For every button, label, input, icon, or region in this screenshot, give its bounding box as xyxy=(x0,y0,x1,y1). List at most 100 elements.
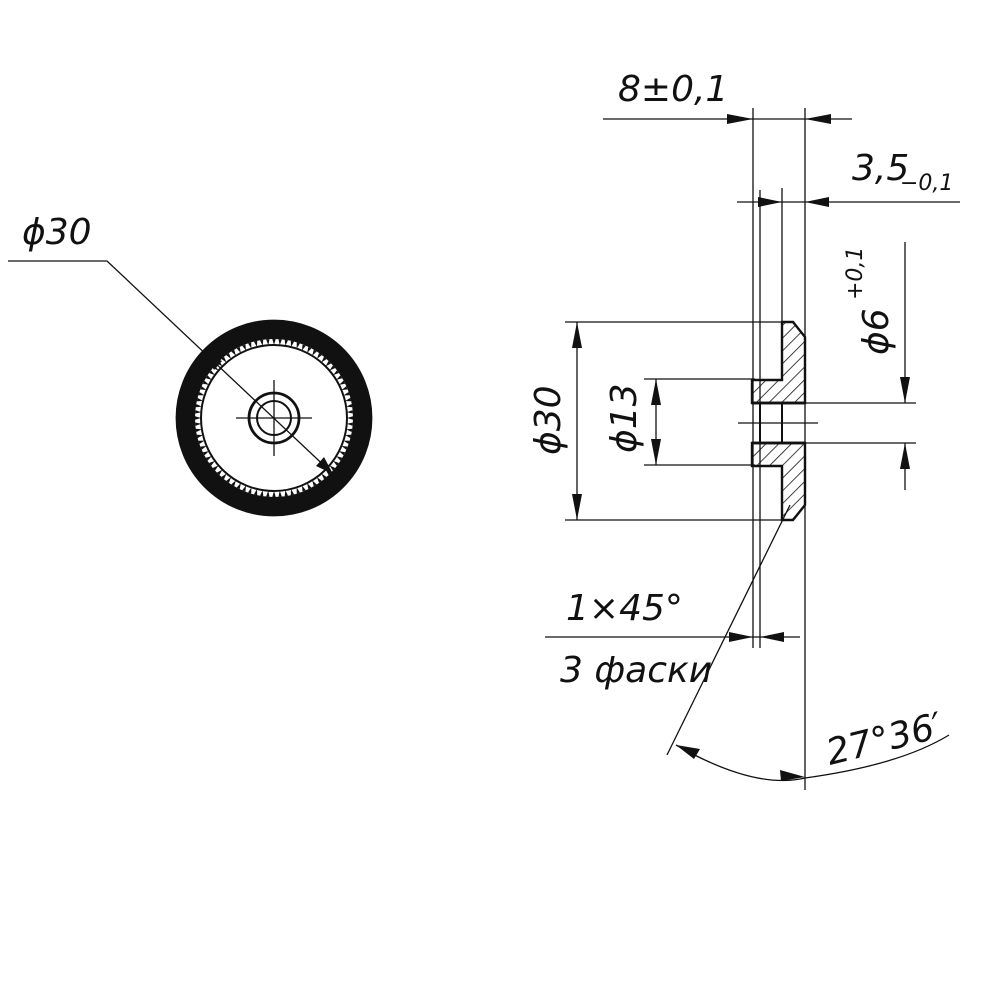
chamfer-label: 1×45° xyxy=(566,588,683,629)
gear-tooth xyxy=(202,451,209,456)
hub-thickness-label: 3,5 xyxy=(852,148,909,189)
thickness-label: 8±0,1 xyxy=(618,69,728,110)
outer-rim-circle xyxy=(175,319,373,517)
gear-tooth xyxy=(253,340,258,347)
gear-tooth xyxy=(226,353,232,359)
gear-tooth xyxy=(266,490,270,497)
gear-tooth xyxy=(312,480,317,487)
gear-tooth xyxy=(345,434,352,439)
dim-outer-arrow-top xyxy=(572,322,582,348)
gear-tooth xyxy=(321,356,327,363)
gear-tooth xyxy=(195,428,202,432)
gear-tooth xyxy=(316,477,322,483)
gear-tooth xyxy=(325,360,332,367)
angle-leg-line xyxy=(666,504,791,756)
gear-tooth xyxy=(200,386,207,391)
gear-tooth xyxy=(333,370,339,376)
gear-tooth xyxy=(236,346,241,353)
gear-tooth xyxy=(202,380,209,385)
bore-label: ϕ6 xyxy=(856,308,897,355)
gear-tooth xyxy=(290,340,295,347)
diameter-arrow-lower xyxy=(316,457,333,474)
gear-tooth xyxy=(221,356,227,363)
gear-tooth xyxy=(307,346,312,353)
bore-tolerance: +0,1 xyxy=(843,247,868,300)
gear-tooth xyxy=(205,456,212,461)
gear-tooth xyxy=(278,490,282,497)
gear-tooth xyxy=(266,339,270,346)
dim-bore-arrow-bottom xyxy=(900,443,910,469)
chamfer-note: 3 фаски xyxy=(560,650,712,691)
gear-tooth xyxy=(196,434,203,439)
gear-tooth xyxy=(346,410,353,414)
gear-tooth xyxy=(339,451,346,456)
gear-tooth xyxy=(272,491,276,497)
gear-tooth xyxy=(301,344,306,351)
gear-tooth xyxy=(336,375,343,380)
dim-bore-arrow-top xyxy=(900,377,910,403)
dim-outer-arrow-bottom xyxy=(572,494,582,520)
diameter-arrow-upper xyxy=(205,353,222,370)
gear-tooth xyxy=(278,339,282,346)
gear-tooth xyxy=(226,477,232,483)
angle-arrow-left xyxy=(676,745,700,759)
gear-tooth xyxy=(260,339,264,346)
gear-tooth xyxy=(346,422,353,426)
angle-arc xyxy=(675,734,950,782)
gear-tooth xyxy=(248,487,252,494)
gear-tooth xyxy=(346,404,353,408)
dim-hub-diameter-arrow-top xyxy=(651,379,661,405)
gear-tooth xyxy=(347,416,353,420)
gear-tooth xyxy=(200,445,207,450)
gear-tooth xyxy=(231,480,236,487)
inner-rim-circle xyxy=(200,344,348,492)
outer-diameter-label: ϕ30 xyxy=(528,385,569,455)
gear-tooth xyxy=(341,386,348,391)
diameter-leader-line xyxy=(8,260,334,475)
front-view: ϕ30 xyxy=(8,212,373,517)
dim-chamfer-arrow-left xyxy=(729,632,753,642)
gear-tooth xyxy=(195,404,202,408)
hub-thickness-tolerance: −0,1 xyxy=(900,171,953,196)
gear-tooth xyxy=(231,349,236,356)
gear-tooth xyxy=(242,344,247,351)
gear-tooth xyxy=(212,465,219,471)
gear-tooth xyxy=(221,473,227,480)
dim-thickness-arrow-left xyxy=(727,114,753,124)
gear-tooth xyxy=(272,339,276,345)
gear-tooth xyxy=(209,370,215,376)
gear-tooth xyxy=(296,487,300,494)
gear-tooth xyxy=(346,428,353,432)
gear-tooth xyxy=(195,416,201,420)
gear-tooth xyxy=(339,380,346,385)
hub-diameter-label: ϕ13 xyxy=(604,383,645,453)
gear-tooth xyxy=(195,410,202,414)
gear-tooth xyxy=(312,349,317,356)
gear-tooth xyxy=(301,485,306,492)
gear-tooth xyxy=(195,422,202,426)
gear-tooth xyxy=(248,342,252,349)
gear-tooth xyxy=(336,456,343,461)
gear-tooth xyxy=(253,489,258,496)
gear-tooth xyxy=(307,483,312,490)
gear-tooth xyxy=(341,445,348,450)
gear-tooth xyxy=(290,489,295,496)
gear-tooth xyxy=(205,375,212,380)
gear-tooth xyxy=(198,392,205,396)
gear-tooth xyxy=(209,460,215,466)
gear-tooth xyxy=(284,339,288,346)
dim-hub-arrow-right xyxy=(805,197,829,207)
front-diameter-label: ϕ30 xyxy=(22,212,92,253)
dim-thickness-arrow-right xyxy=(805,114,831,124)
gear-tooth xyxy=(345,397,352,402)
dim-hub-arrow-left xyxy=(758,197,782,207)
gear-tooth xyxy=(260,490,264,497)
gear-tooth xyxy=(329,365,336,371)
gear-tooth xyxy=(343,440,350,444)
gear-tooth xyxy=(296,342,300,349)
gear-tooth xyxy=(321,473,327,480)
gear-tooth xyxy=(236,483,241,490)
teeth-band xyxy=(178,322,370,514)
gear-tooth xyxy=(329,465,336,471)
